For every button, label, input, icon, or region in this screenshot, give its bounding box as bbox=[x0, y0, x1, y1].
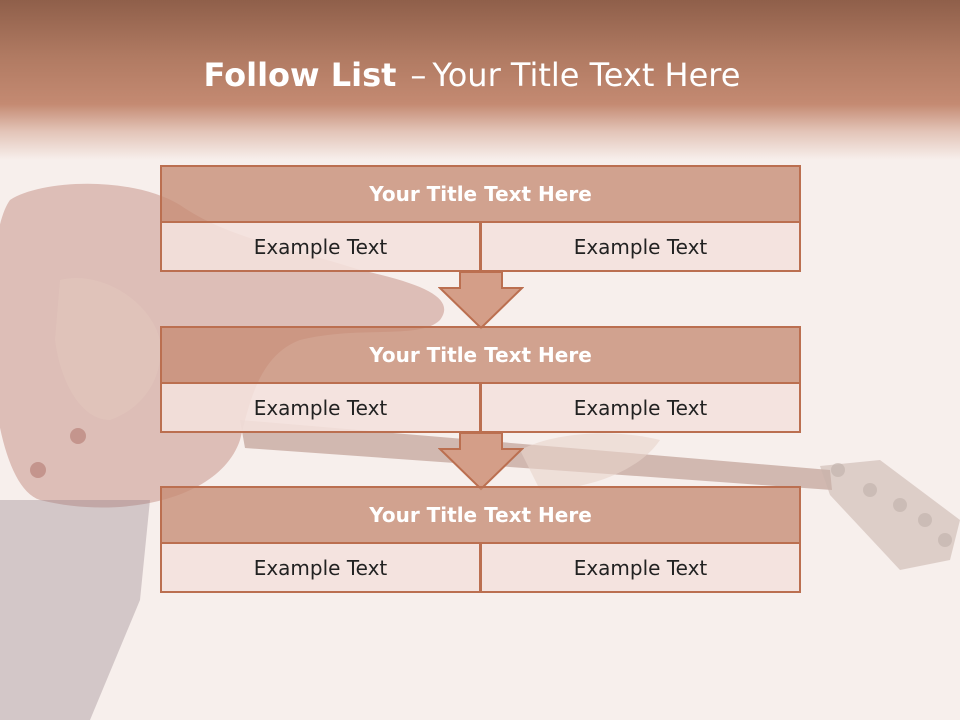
block-title[interactable]: Your Title Text Here bbox=[160, 486, 801, 544]
block-title[interactable]: Your Title Text Here bbox=[160, 165, 801, 223]
block-cell-left[interactable]: Example Text bbox=[160, 382, 481, 433]
block-title[interactable]: Your Title Text Here bbox=[160, 326, 801, 384]
header-band bbox=[0, 0, 960, 160]
down-arrow-icon bbox=[438, 271, 524, 330]
block-cell-left[interactable]: Example Text bbox=[160, 221, 481, 272]
slide-title-rest: Your Title Text Here bbox=[432, 56, 741, 94]
down-arrow-icon bbox=[438, 432, 524, 491]
block-cell-right[interactable]: Example Text bbox=[480, 542, 801, 593]
block-cell-right[interactable]: Example Text bbox=[480, 221, 801, 272]
slide-title-dash: – bbox=[410, 56, 427, 94]
slide-title-bold: Follow List bbox=[203, 56, 397, 94]
slide-title: Follow List–Your Title Text Here bbox=[0, 56, 944, 94]
block-cell-left[interactable]: Example Text bbox=[160, 542, 481, 593]
block-cell-right[interactable]: Example Text bbox=[480, 382, 801, 433]
